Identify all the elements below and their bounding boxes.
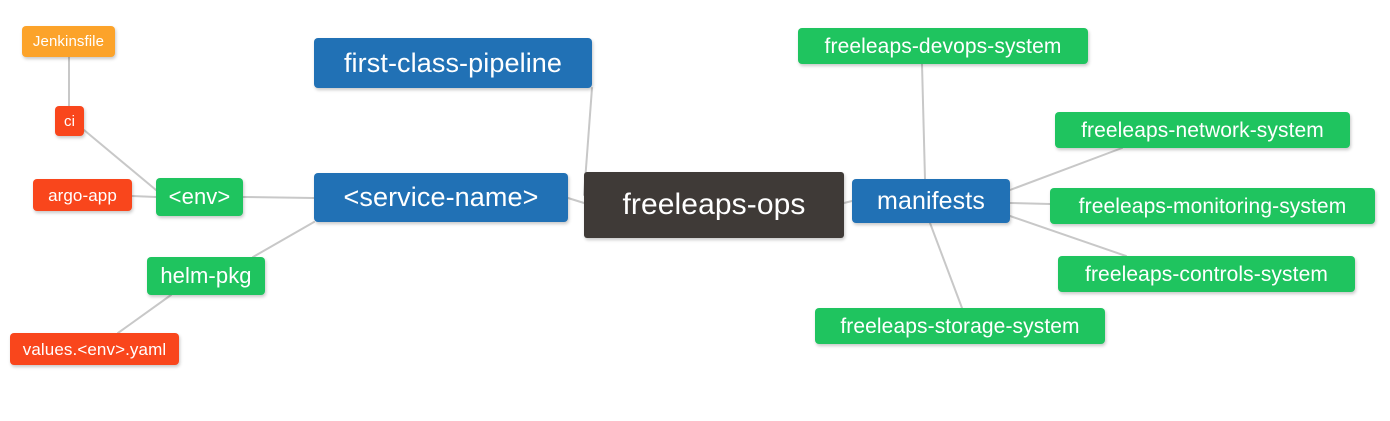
mindmap-node-manifests[interactable]: manifests	[852, 179, 1010, 223]
mindmap-node-label: argo-app	[48, 185, 117, 205]
mindmap-node-values-env-yaml[interactable]: values.<env>.yaml	[10, 333, 179, 365]
mindmap-node-label: <service-name>	[343, 182, 539, 212]
mindmap-node-freeleaps-ops[interactable]: freeleaps-ops	[584, 172, 844, 238]
mindmap-node-label: ci	[63, 112, 76, 130]
edge-freeleaps-ops-to-service-name	[567, 197, 585, 204]
mindmap-node-label: Jenkinsfile	[32, 33, 105, 50]
edge-freeleaps-ops-to-manifests	[843, 200, 853, 204]
mindmap-node-freeleaps-devops-system[interactable]: freeleaps-devops-system	[798, 28, 1088, 64]
mindmap-node-label: freeleaps-devops-system	[824, 34, 1062, 58]
edge-manifests-to-freeleaps-network-system	[1009, 147, 1123, 191]
edge-manifests-to-freeleaps-storage-system	[929, 222, 963, 309]
mindmap-node-freeleaps-monitoring-system[interactable]: freeleaps-monitoring-system	[1050, 188, 1375, 224]
mindmap-node-label: freeleaps-ops	[622, 188, 806, 221]
mindmap-node-freeleaps-storage-system[interactable]: freeleaps-storage-system	[815, 308, 1105, 344]
edge-manifests-to-freeleaps-monitoring-system	[1009, 202, 1051, 205]
mindmap-node-jenkinsfile[interactable]: Jenkinsfile	[22, 26, 115, 57]
edge-service-name-to-helm-pkg	[252, 221, 315, 258]
mindmap-node-label: helm-pkg	[160, 263, 252, 288]
mindmap-node-env[interactable]: <env>	[156, 178, 243, 216]
mindmap-node-label: <env>	[168, 184, 231, 209]
mindmap-node-argo-app[interactable]: argo-app	[33, 179, 132, 211]
mindmap-node-freeleaps-controls-system[interactable]: freeleaps-controls-system	[1058, 256, 1355, 292]
edge-env-to-argo-app	[131, 195, 157, 198]
mindmap-node-label: freeleaps-monitoring-system	[1078, 194, 1347, 218]
edge-manifests-to-freeleaps-devops-system	[921, 63, 926, 180]
mindmap-node-label: freeleaps-controls-system	[1085, 262, 1328, 286]
mindmap-node-label: freeleaps-storage-system	[840, 314, 1080, 338]
mindmap-node-label: manifests	[877, 186, 985, 215]
mindmap-node-freeleaps-network-system[interactable]: freeleaps-network-system	[1055, 112, 1350, 148]
mindmap-node-label: values.<env>.yaml	[22, 339, 167, 359]
mindmap-node-service-name[interactable]: <service-name>	[314, 173, 568, 222]
mindmap-node-label: freeleaps-network-system	[1081, 118, 1324, 142]
mindmap-node-ci[interactable]: ci	[55, 106, 84, 136]
edge-service-name-to-env	[242, 196, 315, 199]
mindmap-node-label: first-class-pipeline	[343, 47, 563, 78]
mindmap-node-helm-pkg[interactable]: helm-pkg	[147, 257, 265, 295]
mindmap-node-first-class-pipeline[interactable]: first-class-pipeline	[314, 38, 592, 88]
edge-helm-pkg-to-values-env-yaml	[117, 294, 172, 334]
